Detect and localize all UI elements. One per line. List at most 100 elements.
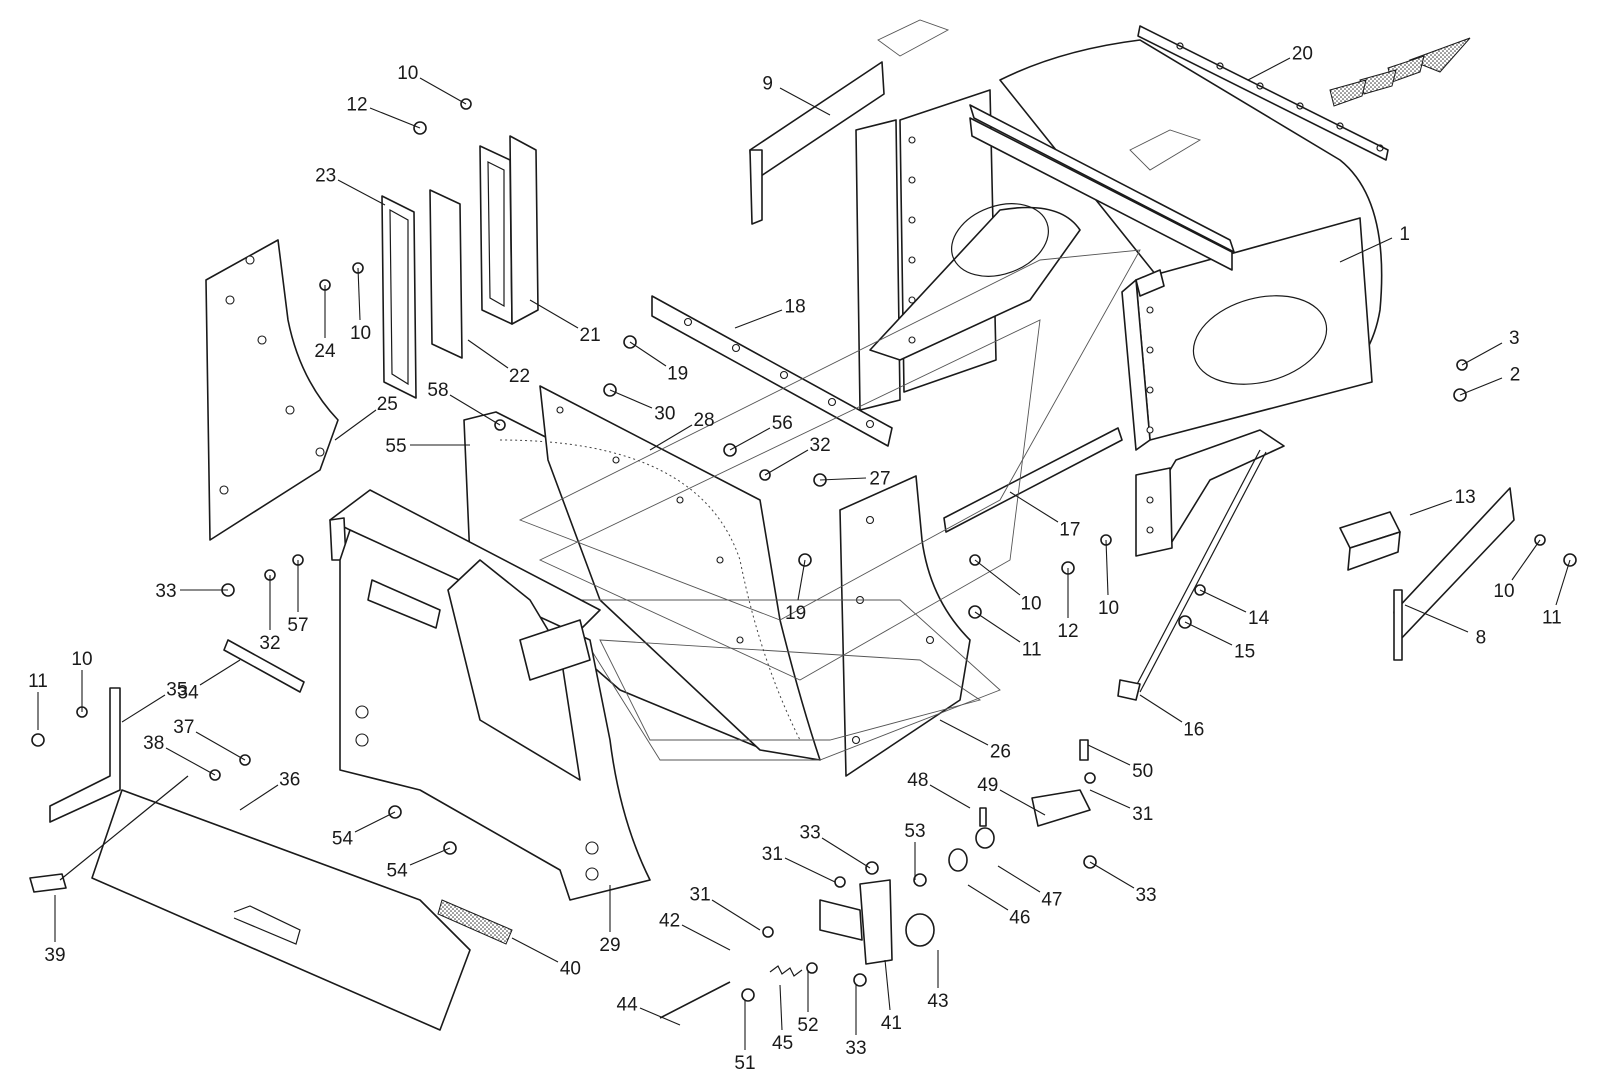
callout-label-c48: 48 <box>907 770 928 791</box>
callout-label-c9: 9 <box>762 73 773 94</box>
callout-label-c14: 14 <box>1248 608 1270 629</box>
callout-label-c10e: 10 <box>1493 581 1514 602</box>
callout-leader-c10c <box>974 559 1021 596</box>
part-20-top-rail <box>1137 25 1389 161</box>
callout-label-c32b: 32 <box>259 633 280 654</box>
callout-leader-c58 <box>449 394 501 426</box>
callout-label-c24: 24 <box>314 341 336 362</box>
part-29-front-body <box>329 489 651 901</box>
callout-label-c57: 57 <box>287 615 308 636</box>
callout-leader-c49 <box>999 789 1046 816</box>
callout-leader-c19b <box>797 559 806 601</box>
callout-label-c36: 36 <box>279 769 300 790</box>
callout-label-c53: 53 <box>904 821 925 842</box>
callout-label-c55: 55 <box>385 436 406 457</box>
callout-label-c41: 41 <box>881 1013 902 1034</box>
part-28-panel <box>539 385 821 761</box>
callout-label-c30: 30 <box>654 404 675 425</box>
callout-label-c2: 2 <box>1510 364 1521 385</box>
callout-label-c58: 58 <box>427 380 448 401</box>
part-40-strip <box>437 899 513 945</box>
callout-leader-c10a <box>419 77 467 105</box>
callout-leader-c19a <box>629 341 667 367</box>
callout-leader-c42 <box>681 924 731 951</box>
callout-label-c52: 52 <box>797 1015 818 1036</box>
callout-leader-c48 <box>929 784 971 809</box>
callout-label-c1: 1 <box>1399 224 1410 245</box>
callout-leader-c54a <box>354 811 396 833</box>
callout-leader-c35 <box>121 694 166 723</box>
callout-label-c37: 37 <box>173 717 194 738</box>
part-18-strip <box>651 295 893 447</box>
callout-label-c10a: 10 <box>397 63 418 84</box>
callout-label-c22: 22 <box>509 366 530 387</box>
callout-leader-c33b <box>821 837 871 869</box>
callout-label-c42: 42 <box>659 910 680 931</box>
callout-label-c45: 45 <box>772 1033 793 1054</box>
part-8-bracket <box>1393 487 1515 661</box>
part-25-side-panel <box>205 239 339 541</box>
callout-label-c32a: 32 <box>810 435 831 456</box>
callout-leader-c31b <box>784 857 836 883</box>
callout-leader-c27 <box>819 477 867 481</box>
callout-leader-c11b <box>1555 559 1571 606</box>
callout-leader-c8 <box>1404 604 1469 633</box>
callout-leader-c41 <box>884 959 891 1011</box>
direction-arrow-icon <box>1329 37 1471 107</box>
callout-label-c19a: 19 <box>667 364 688 385</box>
callout-leader-c54b <box>409 847 451 866</box>
callout-label-c17: 17 <box>1059 519 1080 540</box>
callout-label-c29: 29 <box>599 935 620 956</box>
callout-leader-c50 <box>1087 744 1131 766</box>
callout-label-c47: 47 <box>1041 889 1062 910</box>
callout-leader-c47 <box>997 865 1041 893</box>
part-16-rod <box>1117 449 1267 701</box>
callout-leader-c10b <box>357 267 361 321</box>
callout-label-c38: 38 <box>143 733 164 754</box>
callout-leader-c23 <box>337 179 386 206</box>
callout-label-c31b: 31 <box>762 844 783 865</box>
callout-leader-c9 <box>779 87 831 116</box>
callout-leader-c18 <box>734 309 783 329</box>
callout-label-c33c: 33 <box>1135 885 1156 906</box>
part-13-block <box>1339 511 1401 571</box>
part-1-main-housing <box>999 39 1383 557</box>
callout-label-c51: 51 <box>734 1053 755 1074</box>
callout-label-c26: 26 <box>990 742 1011 763</box>
callout-leader-c10d <box>1105 539 1109 596</box>
callout-label-c18: 18 <box>785 297 806 318</box>
callout-label-c13: 13 <box>1455 487 1476 508</box>
callout-label-c20: 20 <box>1292 43 1313 64</box>
callout-leader-c44 <box>639 1007 681 1026</box>
callout-label-c11a: 11 <box>1022 640 1042 661</box>
callout-label-c40: 40 <box>560 959 581 980</box>
callout-label-c15: 15 <box>1234 641 1255 662</box>
callout-label-c10d: 10 <box>1098 598 1119 619</box>
callout-label-c49: 49 <box>977 775 998 796</box>
callout-label-c12a: 12 <box>346 95 367 116</box>
callout-leader-c11a <box>974 611 1021 643</box>
callout-leader-c12a <box>369 107 421 129</box>
part-35-bracket <box>49 687 121 823</box>
callout-label-c10c: 10 <box>1020 593 1041 614</box>
part-34-rod <box>223 639 305 693</box>
part-39-pin <box>29 775 189 893</box>
callout-label-c46: 46 <box>1009 907 1030 928</box>
callout-label-c3: 3 <box>1509 328 1520 349</box>
callout-leader-c1 <box>1339 237 1393 263</box>
callout-label-c31a: 31 <box>1132 804 1153 825</box>
callout-label-c34: 34 <box>178 682 200 703</box>
callout-leader-c20 <box>1247 57 1291 81</box>
ghost-outline <box>499 249 1141 761</box>
callout-leader-c33c <box>1089 861 1135 889</box>
callout-label-c31c: 31 <box>690 885 711 906</box>
callout-leader-c38 <box>165 747 216 776</box>
callout-label-c33b: 33 <box>800 823 821 844</box>
callout-leader-c16 <box>1139 694 1183 723</box>
callout-leader-c17 <box>1009 491 1059 523</box>
frame-left-bracket <box>855 19 1235 411</box>
callout-label-c33d: 33 <box>845 1038 866 1059</box>
callout-leader-c13 <box>1409 499 1453 516</box>
callout-leader-c36 <box>239 784 279 811</box>
